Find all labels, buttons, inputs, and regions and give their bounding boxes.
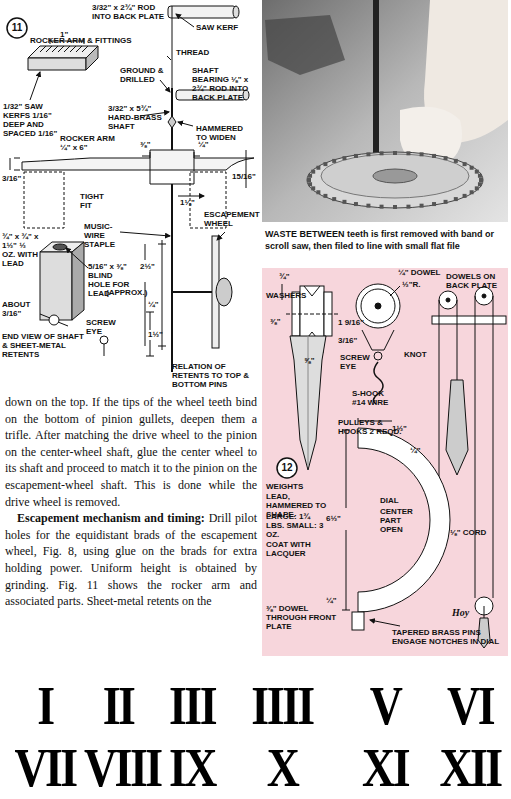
roman-numeral: VII: [11, 738, 79, 798]
dimension: ¼": [148, 300, 168, 309]
part-label: ⅜" DOWEL THROUGH FRONT PLATE: [266, 604, 344, 631]
dimension: ½"R.: [402, 280, 432, 289]
view-label: END VIEW OF SHAFT & SHEET-METAL RETENTS: [2, 332, 84, 359]
note: DOWELS ON BACK PLATE: [446, 272, 506, 290]
dimension: 15/16": [232, 172, 260, 181]
photo-content: [265, 0, 508, 209]
part-label: ⅛" CORD: [450, 528, 500, 537]
dimension: ⅜": [270, 317, 288, 326]
note: LARGE: 1¾ LBS. SMALL: 3 OZ.: [266, 512, 330, 539]
callout-number: 11: [7, 22, 27, 34]
paragraph-text: Drill pilot holes for the equidistant br…: [5, 511, 257, 608]
dimension: ¾": [279, 272, 299, 281]
roman-numeral: V: [351, 676, 419, 736]
note: GROUND & DRILLED: [120, 66, 164, 84]
part-label: WASHERS: [266, 291, 306, 300]
part-label: 3/32" x 2¾" ROD INTO BACK PLATE: [92, 3, 166, 21]
part-label: WEIGHTS: [266, 482, 326, 491]
photo-caption: WASTE BETWEEN teeth is first removed wit…: [265, 229, 507, 252]
part-label: 3/32" x 5¾" HARD-BRASS SHAFT: [108, 104, 168, 131]
part-label: SHAFT BEARING ⅛" x 2¾" ROD INTO BACK PLA…: [192, 66, 256, 102]
dimension: 1 9/16": [338, 318, 374, 327]
roman-numeral: I: [11, 676, 79, 736]
roman-numeral: IIII: [240, 676, 325, 736]
roman-numeral: III: [158, 676, 226, 736]
figure-panel: ¾" ¼" DOWEL ½"R. WASHERS ⅜" 1 9/16" 3/16" ⅝" SCR…: [262, 268, 508, 656]
note: (APPROX.): [106, 288, 150, 297]
view-label: RELATION OF RETENTS TO TOP & BOTTOM PINS: [172, 362, 256, 389]
dimension: ⅝": [304, 356, 322, 365]
roman-numeral: X: [240, 738, 325, 798]
part-label: SAW KERF: [196, 23, 256, 32]
part-label: DIAL: [380, 496, 420, 505]
note: CENTER PART OPEN: [380, 507, 426, 534]
part-label: SCREW EYE: [340, 353, 372, 371]
part-label: SCREW EYE: [86, 318, 116, 336]
roman-numeral: VI: [436, 676, 504, 736]
roman-numeral: II: [84, 676, 152, 736]
dimension: 3/16": [2, 174, 28, 183]
note: 1/32" SAW KERFS 1/16" DEEP AND SPACED 1/…: [3, 102, 65, 138]
dimension: 3/16": [338, 336, 362, 345]
dimension: 1⅛": [180, 198, 204, 207]
dimension: ABOUT 3/16": [2, 300, 42, 318]
part-label: MUSIC-WIRE STAPLE: [84, 222, 122, 249]
dimension: ¼": [198, 140, 218, 149]
part-label: ¼" DOWEL: [398, 268, 454, 277]
paragraph: Escapement mechanism and timing:Drill pi…: [5, 510, 257, 610]
signature: Hoy: [452, 608, 482, 617]
roman-numeral: VIII: [84, 738, 152, 798]
part-label: THREAD: [176, 48, 216, 57]
fig12-illustration: [262, 268, 508, 656]
part-label: ¾" x ¾" x 1½" ½ OZ. WITH LEAD: [2, 232, 40, 268]
part-label: ROCKER ARM ¼" x 6": [60, 134, 116, 152]
note: TAPERED BRASS PINS ENGAGE NOTCHES IN DIA…: [392, 628, 502, 646]
dimension: ⅜": [140, 140, 160, 149]
part-label: S-HOOK #14 WIRE: [352, 389, 398, 407]
body-text: down on the top. If the tips of the whee…: [5, 394, 257, 610]
run-in-heading: Escapement mechanism and timing:: [17, 511, 205, 525]
part-label: KNOT: [404, 350, 428, 359]
figure-title: ROCKER ARM & FITTINGS: [30, 36, 150, 45]
dimension: ¼": [326, 596, 346, 605]
part-label: ESCAPEMENT WHEEL: [204, 210, 254, 228]
roman-numeral: XI: [351, 738, 419, 798]
dimension: 1½": [148, 330, 170, 339]
dimension: ¼": [410, 446, 428, 455]
note: TIGHT FIT: [80, 192, 114, 210]
roman-numeral: XII: [436, 738, 504, 798]
dimension: 6½": [326, 514, 346, 523]
roman-numeral: IX: [158, 738, 226, 798]
photo: [262, 0, 508, 222]
dimension: 1": [60, 30, 80, 39]
note: COAT WITH LACQUER: [266, 540, 316, 558]
dimension: 1½": [392, 424, 416, 433]
note: HAMMERED TO WIDEN: [196, 124, 254, 142]
callout-number: 12: [277, 462, 297, 474]
dimension: 2½": [140, 262, 162, 271]
paragraph: down on the top. If the tips of the whee…: [5, 394, 257, 510]
